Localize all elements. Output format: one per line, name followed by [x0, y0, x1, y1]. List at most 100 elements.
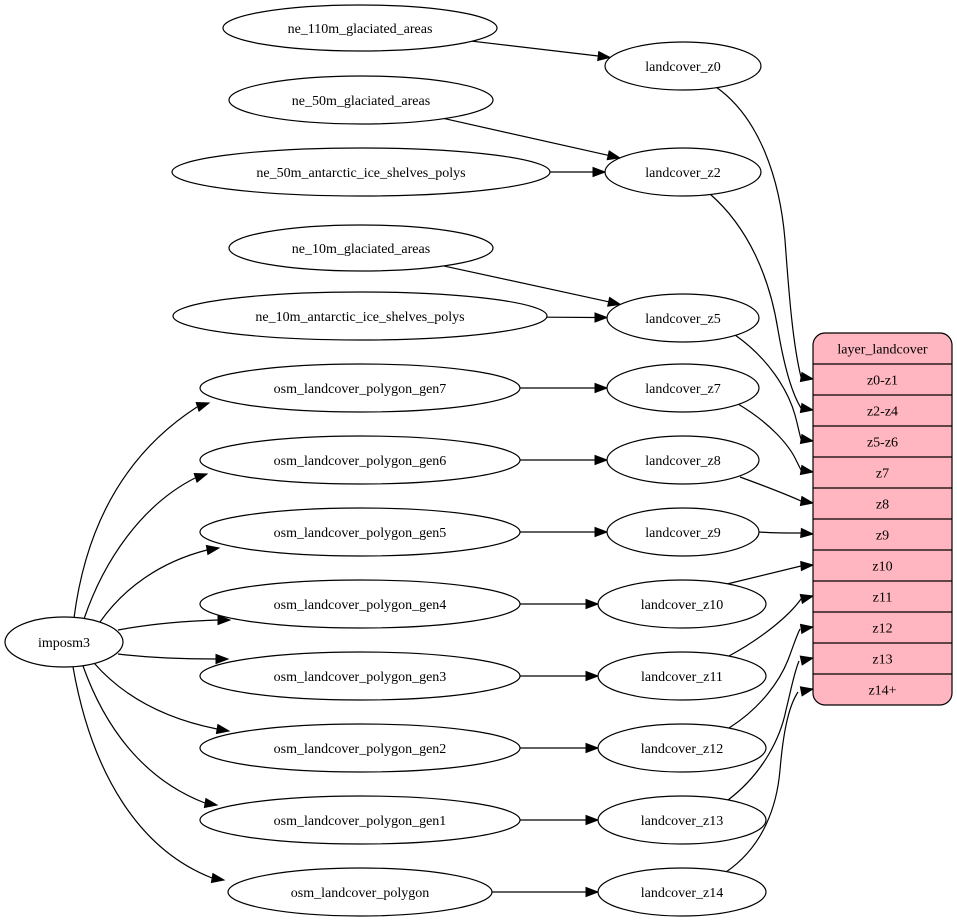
edge-curve	[728, 628, 801, 729]
arrowhead-icon	[594, 312, 609, 323]
osm_landcover_polygon-ellipse	[227, 867, 493, 917]
node-label: ne_10m_glaciated_areas	[292, 242, 430, 257]
landcover_z11-ellipse	[597, 651, 767, 701]
table-row-label: z14+	[868, 684, 896, 699]
landcover_z8-ellipse	[606, 435, 760, 485]
node-label: landcover_z5	[645, 312, 720, 327]
edge-curve	[72, 666, 213, 879]
node-label: landcover_z2	[645, 166, 720, 181]
edge-landcover_z7--layer_landcover-z7	[737, 403, 815, 476]
arrowhead-icon	[215, 653, 230, 665]
node-landcover_z13: landcover_z13	[597, 795, 767, 845]
edge-landcover_z0--layer_landcover-z0-z1	[715, 86, 815, 383]
arrowhead-icon	[800, 560, 815, 572]
ne_50m_glaciated_areas-ellipse	[228, 75, 494, 125]
node-landcover_z11: landcover_z11	[597, 651, 767, 701]
edge-landcover_z11--layer_landcover-z11	[728, 593, 815, 657]
arrowhead-icon	[799, 371, 815, 383]
landcover_z7-ellipse	[606, 363, 760, 413]
edge-imposm3--osm_landcover_polygon	[72, 666, 226, 884]
edge-landcover_z5--layer_landcover-z5-z6	[734, 334, 815, 445]
edge-imposm3--osm_landcover_polygon_gen4	[117, 614, 232, 631]
node-landcover_z14: landcover_z14	[597, 867, 767, 917]
edge-imposm3--osm_landcover_polygon_gen7	[73, 401, 211, 619]
edge-landcover_z10--layer_landcover-z10	[726, 560, 815, 585]
node-landcover_z7: landcover_z7	[606, 363, 760, 413]
landcover_z5-ellipse	[606, 293, 760, 343]
landcover_z2-ellipse	[604, 147, 762, 197]
ne_10m_antarctic_ice_shelves_polys-ellipse	[172, 291, 548, 341]
table-row-label: z0-z1	[867, 374, 898, 389]
edge-landcover_z13--layer_landcover-z13	[727, 655, 815, 801]
arrowhead-icon	[799, 464, 815, 476]
node-label: landcover_z14	[641, 886, 723, 901]
edge-line	[443, 265, 609, 303]
edge-curve	[737, 403, 802, 471]
edge-osm_landcover_polygon_gen1--landcover_z13	[520, 814, 600, 826]
table-row-label: z11	[873, 591, 893, 606]
arrowhead-icon	[585, 742, 600, 754]
edge-curve	[117, 619, 219, 631]
table-row-label: z8	[876, 498, 889, 513]
edge-osm_landcover_polygon_gen7--landcover_z7	[520, 382, 609, 394]
node-label: landcover_z13	[641, 814, 723, 829]
node-label: ne_50m_antarctic_ice_shelves_polys	[256, 166, 465, 181]
node-landcover_z12: landcover_z12	[597, 723, 767, 773]
node-osm_landcover_polygon: osm_landcover_polygon	[227, 867, 493, 917]
edge-curve	[725, 691, 799, 873]
table-row-label: z2-z4	[867, 405, 898, 420]
node-osm_landcover_polygon_gen6: osm_landcover_polygon_gen6	[199, 435, 521, 485]
node-label: ne_10m_antarctic_ice_shelves_polys	[255, 310, 464, 325]
imposm3-ellipse	[4, 616, 124, 668]
edge-curve	[728, 598, 802, 657]
edge-curve	[99, 549, 208, 623]
node-label: landcover_z11	[641, 670, 723, 685]
edge-curve	[757, 531, 802, 534]
node-ne_50m_antarctic_ice_shelves_polys: ne_50m_antarctic_ice_shelves_polys	[171, 147, 551, 197]
arrowhead-icon	[597, 50, 612, 62]
arrowhead-icon	[799, 593, 815, 605]
node-imposm3: imposm3	[4, 616, 124, 668]
table-title: layer_landcover	[837, 343, 928, 358]
edge-curve	[739, 476, 802, 502]
edge-line	[444, 118, 609, 156]
landcover_z14-ellipse	[597, 867, 767, 917]
node-landcover_z10: landcover_z10	[597, 579, 767, 629]
arrowhead-icon	[592, 166, 607, 178]
arrowhead-icon	[585, 886, 600, 898]
node-osm_landcover_polygon_gen4: osm_landcover_polygon_gen4	[199, 579, 521, 629]
osm_landcover_polygon_gen7-ellipse	[199, 363, 521, 413]
edge-curve	[734, 334, 802, 440]
node-osm_landcover_polygon_gen7: osm_landcover_polygon_gen7	[199, 363, 521, 413]
edge-ne_50m_antarctic_ice_shelves_polys--landcover_z2	[550, 166, 607, 178]
edge-landcover_z12--layer_landcover-z12	[728, 623, 815, 729]
node-ne_50m_glaciated_areas: ne_50m_glaciated_areas	[228, 75, 494, 125]
edge-curve	[73, 406, 198, 619]
node-label: ne_110m_glaciated_areas	[288, 22, 433, 37]
edge-landcover_z8--layer_landcover-z8	[739, 476, 815, 507]
arrowhead-icon	[606, 150, 622, 161]
edge-imposm3--osm_landcover_polygon_gen6	[83, 472, 209, 620]
edge-curve	[726, 565, 802, 585]
table-row-label: z9	[876, 529, 889, 544]
node-label: landcover_z8	[645, 454, 720, 469]
arrowhead-icon	[594, 526, 609, 538]
edge-curve	[117, 653, 217, 660]
table-row-label: z7	[876, 467, 889, 482]
arrowhead-icon	[585, 598, 600, 610]
arrowhead-icon	[193, 472, 209, 483]
ne_10m_glaciated_areas-ellipse	[228, 224, 494, 272]
edge-curve	[83, 477, 196, 620]
edge-osm_landcover_polygon--landcover_z14	[492, 886, 600, 898]
arrowhead-icon	[799, 433, 815, 445]
node-osm_landcover_polygon_gen5: osm_landcover_polygon_gen5	[199, 507, 521, 557]
arrowhead-icon	[799, 402, 815, 414]
node-ne_10m_glaciated_areas: ne_10m_glaciated_areas	[228, 224, 494, 272]
node-label: landcover_z7	[645, 382, 720, 397]
edge-curve	[82, 665, 206, 804]
arrowhead-icon	[585, 670, 600, 682]
edge-osm_landcover_polygon_gen5--landcover_z9	[520, 526, 609, 538]
node-landcover_z9: landcover_z9	[606, 507, 760, 557]
edge-imposm3--osm_landcover_polygon_gen3	[117, 653, 230, 665]
